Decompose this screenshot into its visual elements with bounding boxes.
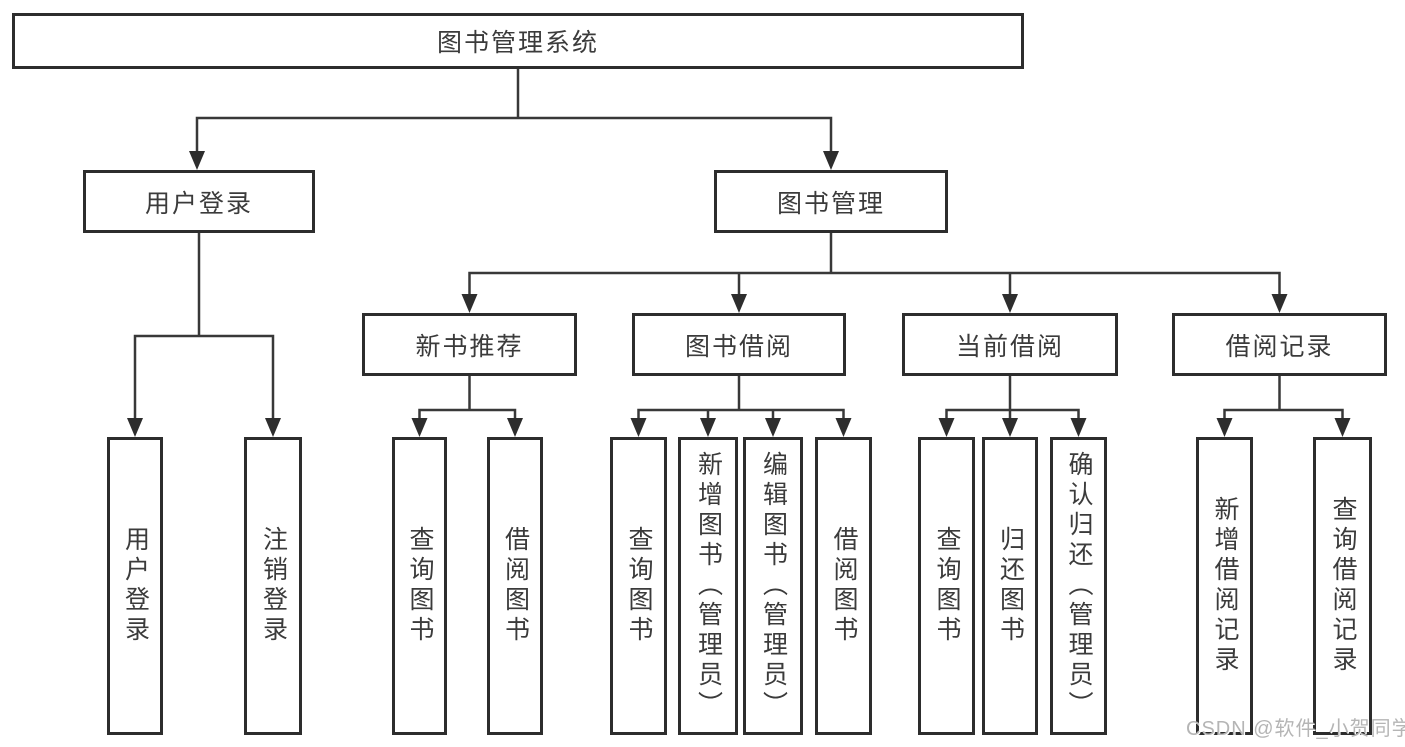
watermark-text: CSDN @软件_小贺同学: [1186, 718, 1405, 740]
leaf-confirm-return-admin: 确认归还（管理员）: [1050, 437, 1107, 735]
node-label: 查询借阅记录: [1329, 496, 1357, 676]
node-label: 当前借阅: [955, 332, 1064, 361]
node-library-management-system: 图书管理系统: [12, 13, 1024, 69]
leaf-add-book-admin: 新增图书（管理员）: [678, 437, 738, 735]
leaf-add-borrow-record: 新增借阅记录: [1196, 437, 1253, 735]
connector-userlogin-rail: [133, 334, 275, 419]
node-borrowing-records: 借阅记录: [1172, 313, 1387, 376]
node-label: 借阅图书: [830, 526, 858, 646]
node-label: 新书推荐: [415, 332, 524, 361]
leaf-user-login: 用户登录: [107, 437, 163, 735]
leaf-edit-book-admin: 编辑图书（管理员）: [743, 437, 803, 735]
node-user-login-branch: 用户登录: [83, 170, 315, 233]
node-label: 确认归还（管理员）: [1065, 451, 1093, 721]
connector-root-rail: [195, 116, 833, 152]
node-label: 借阅图书: [501, 526, 530, 646]
arrowhead-icons: [127, 151, 1351, 437]
node-label: 图书管理: [776, 189, 885, 218]
node-new-book-recommendation: 新书推荐: [362, 313, 577, 376]
leaf-logout: 注销登录: [244, 437, 302, 735]
node-label: 查询图书: [933, 526, 961, 646]
node-label: 用户登录: [121, 526, 150, 646]
node-label: 查询图书: [625, 526, 653, 646]
node-label: 归还图书: [996, 526, 1025, 646]
connector-records-rail: [1223, 408, 1344, 419]
connector-recommend-rail: [418, 408, 517, 419]
leaf-return-books: 归还图书: [982, 437, 1038, 735]
leaf-query-books-borrowing: 查询图书: [610, 437, 667, 735]
node-label: 查询图书: [406, 526, 434, 646]
connector-current-rail: [945, 408, 1080, 419]
leaf-query-borrow-record: 查询借阅记录: [1313, 437, 1372, 735]
node-book-borrowing: 图书借阅: [632, 313, 846, 376]
node-label: 图书借阅: [684, 332, 793, 361]
leaf-borrow-books-borrowing: 借阅图书: [815, 437, 872, 735]
node-label: 用户登录: [144, 189, 253, 218]
leaf-query-books-current: 查询图书: [918, 437, 975, 735]
leaf-query-books-recommend: 查询图书: [392, 437, 447, 735]
node-label: 编辑图书（管理员）: [759, 451, 788, 721]
node-label: 新增图书（管理员）: [694, 451, 723, 721]
connector-bookmgmt-rail: [468, 271, 1281, 295]
leaf-borrow-books-recommend: 借阅图书: [487, 437, 543, 735]
connector-borrowing-rail: [637, 408, 845, 419]
node-label: 图书管理系统: [436, 29, 599, 57]
node-current-borrowing: 当前借阅: [902, 313, 1118, 376]
connector-lines: [133, 69, 1344, 419]
node-label: 注销登录: [259, 526, 288, 646]
node-label: 新增借阅记录: [1211, 496, 1239, 676]
node-book-management: 图书管理: [714, 170, 948, 233]
node-label: 借阅记录: [1225, 332, 1334, 361]
